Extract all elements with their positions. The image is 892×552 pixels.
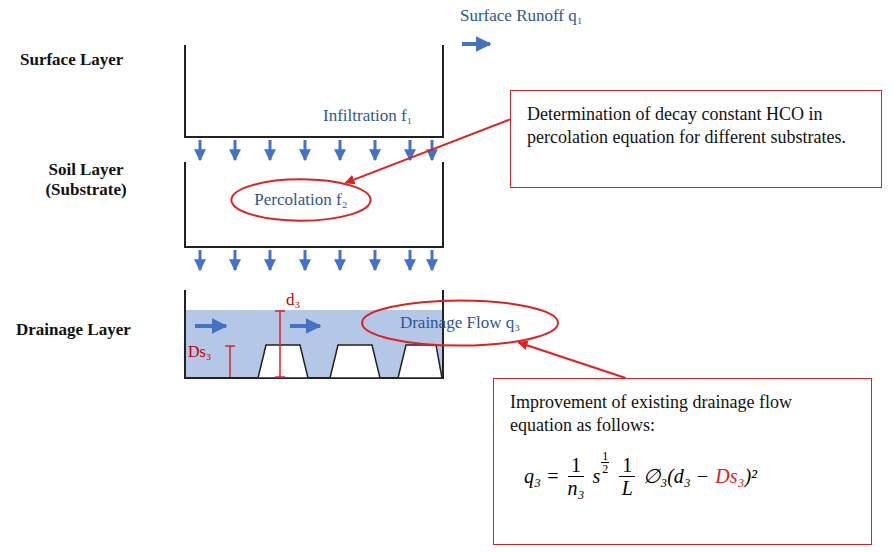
flow-arrow (269, 140, 272, 160)
flow-label: Drainage Flow q₃ (400, 313, 520, 333)
flow-label: Surface Runoff q₁ (460, 6, 583, 26)
callout-box: Determination of decay constant HCO in p… (510, 90, 882, 188)
flow-arrow (199, 250, 202, 270)
equation-term: )² (744, 465, 757, 488)
storage-marker (229, 346, 231, 377)
drainage-container (185, 290, 443, 378)
numerator: 1 (619, 454, 635, 477)
drainage-cups (258, 345, 442, 378)
layer-name: Drainage Layer (16, 320, 131, 340)
callout-arrow (345, 119, 510, 182)
flow-arrow (304, 250, 307, 270)
flow-label: Infiltration f₁ (323, 106, 412, 126)
flow-label: Percolation f₂ (254, 190, 347, 210)
flow-arrow (304, 140, 307, 160)
depth-marker (279, 311, 281, 377)
callout-text: Determination of decay constant HCO in p… (527, 103, 865, 150)
highlight-ellipse: Percolation f₂ (230, 178, 372, 222)
equation-term: ∅₃(d₃ − (643, 464, 709, 488)
equation: q₃ =1n₃s121L∅₃(d₃ −Ds₃)² (524, 454, 855, 499)
flow-arrow (199, 140, 202, 160)
storage-marker (225, 345, 235, 347)
flow-arrow (339, 140, 342, 160)
depth-marker (275, 376, 285, 378)
dimension-label: Ds₃ (188, 342, 211, 361)
denominator: n₃ (567, 477, 584, 499)
fraction: 1L (619, 454, 635, 499)
denominator: 2 (602, 463, 608, 476)
flow-arrow (431, 250, 434, 270)
callout-text: Improvement of existing drainage flow eq… (510, 391, 855, 438)
depth-marker (275, 310, 285, 312)
callout-box: Improvement of existing drainage flow eq… (493, 378, 872, 545)
callout-arrow (519, 342, 626, 378)
flow-arrow (269, 250, 272, 270)
drainage-arrow (195, 324, 226, 328)
flow-arrow (234, 250, 237, 270)
denominator: L (622, 477, 633, 499)
flow-arrow (374, 250, 377, 270)
flow-arrow (409, 250, 412, 270)
drainage-arrow (290, 324, 320, 328)
highlight-ellipse: Drainage Flow q₃ (360, 299, 560, 347)
equation-term: Ds₃ (715, 465, 744, 488)
numerator: 1 (601, 450, 609, 464)
layer-name: Surface Layer (20, 50, 123, 70)
flow-arrow (234, 140, 237, 160)
runoff-arrow (462, 42, 490, 46)
flow-arrows (200, 140, 432, 270)
surface-container (185, 45, 443, 137)
equation-term: q₃ = (524, 465, 559, 488)
layer-name: Soil Layer (Substrate) (26, 160, 146, 201)
flow-arrow (339, 250, 342, 270)
fraction: 1n₃ (567, 454, 584, 499)
equation-term: s (592, 465, 600, 488)
dimension-label: d₃ (286, 290, 300, 310)
flow-arrow (374, 140, 377, 160)
fraction: 12 (601, 450, 609, 476)
numerator: 1 (568, 454, 584, 477)
soil-container (185, 162, 443, 247)
